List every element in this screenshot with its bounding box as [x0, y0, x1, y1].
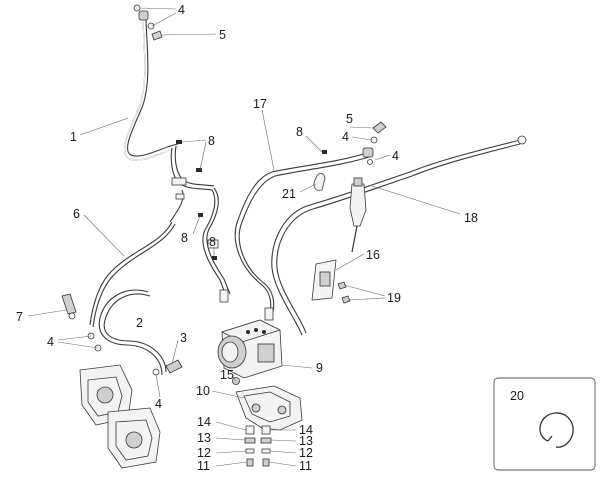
snap-ring-20 — [539, 412, 574, 448]
hose-end-fitting-18 — [517, 135, 527, 145]
callout-13-left: 13 — [197, 431, 211, 445]
screw-19-b — [341, 295, 351, 304]
fittings — [61, 4, 527, 376]
callout-12-right: 12 — [299, 446, 313, 460]
clip-8-d — [212, 256, 217, 260]
callout-4-right: 4 — [342, 130, 349, 144]
callout-11-right: 11 — [299, 459, 312, 473]
callout-15: 15 — [220, 368, 234, 382]
pipe-fitting-a — [207, 239, 219, 249]
callout-1: 1 — [70, 130, 77, 144]
callout-4-left: 4 — [47, 335, 54, 349]
spacer-14-right — [261, 425, 271, 435]
callout-18: 18 — [464, 211, 478, 225]
clamp-21 — [313, 173, 326, 191]
callout-19: 19 — [387, 291, 401, 305]
callout-2: 2 — [136, 316, 143, 330]
callout-8-mid: 8 — [296, 125, 303, 139]
grommet-13-right — [260, 437, 272, 444]
callout-9: 9 — [316, 361, 323, 375]
pipe-fitting-b — [219, 289, 229, 303]
callout-12-left: 12 — [197, 446, 211, 460]
hardware-stack-right — [260, 425, 272, 467]
callout-6: 6 — [73, 207, 80, 221]
callout-14-left: 14 — [197, 415, 211, 429]
callout-8-left: 8 — [181, 231, 188, 245]
callout-17: 17 — [253, 97, 267, 111]
callout-10: 10 — [196, 384, 210, 398]
brake-lines — [89, 19, 521, 376]
banjo-bolt-5-top — [151, 30, 163, 41]
washer-12-right — [261, 448, 271, 454]
brake-hose-6 — [89, 221, 173, 326]
washer-4-top — [133, 4, 141, 12]
spacer-14-left — [245, 425, 255, 435]
brake-calipers — [79, 364, 161, 469]
bleeder-7 — [61, 293, 77, 315]
callout-21: 21 — [282, 187, 296, 201]
callout-16: 16 — [366, 248, 380, 262]
fitting-3 — [165, 359, 183, 374]
clip-8-e — [322, 150, 327, 154]
callout-8-center: 8 — [209, 235, 216, 249]
master-cylinder — [349, 183, 367, 227]
brake-hose-2 — [98, 289, 163, 376]
hardware-stack-left — [244, 425, 256, 467]
washer-12-left — [245, 448, 255, 454]
grommet-13-left — [244, 437, 256, 444]
banjo-fitting-top — [138, 10, 149, 21]
callout-4-bottom: 4 — [155, 397, 162, 411]
callout-4-top: 4 — [178, 3, 185, 17]
banjo-fitting-right — [362, 147, 374, 158]
clip-8-b — [196, 168, 202, 172]
callout-5-top: 5 — [219, 28, 226, 42]
callout-4-right-2: 4 — [392, 149, 399, 163]
clip-8-c — [198, 213, 203, 217]
pipe-fitting-c — [264, 307, 274, 321]
bolt-11-right — [262, 458, 270, 467]
banjo-bolt-5-right — [372, 121, 387, 134]
callout-14-right: 14 — [299, 423, 313, 437]
callout-3: 3 — [180, 331, 187, 345]
junction-block — [171, 177, 187, 186]
callout-5-right: 5 — [346, 112, 353, 126]
abs-bracket-10 — [235, 385, 303, 431]
brake-pipe-17 — [234, 151, 371, 313]
clip-8-a — [176, 140, 182, 144]
leader-lines — [27, 7, 461, 467]
brake-hose-1-inner — [124, 19, 179, 161]
inset-box-20 — [493, 377, 596, 471]
callout-13-right: 13 — [299, 434, 313, 448]
callout-11-left: 11 — [197, 459, 210, 473]
callout-8-top: 8 — [208, 134, 215, 148]
brake-hose-18 — [271, 139, 521, 336]
screw-19-a — [337, 281, 347, 290]
callout-20: 20 — [510, 389, 524, 403]
bolt-11-left — [246, 458, 254, 467]
abs-modulator-9 — [217, 319, 283, 379]
rigid-pipe-center — [202, 189, 227, 297]
callout-numbers: 4 5 1 8 17 8 5 4 4 21 6 8 8 18 16 19 7 2… — [16, 3, 524, 473]
washer-4-top-2 — [147, 22, 155, 30]
callout-7: 7 — [16, 310, 23, 324]
brake-hose-1 — [123, 19, 179, 161]
